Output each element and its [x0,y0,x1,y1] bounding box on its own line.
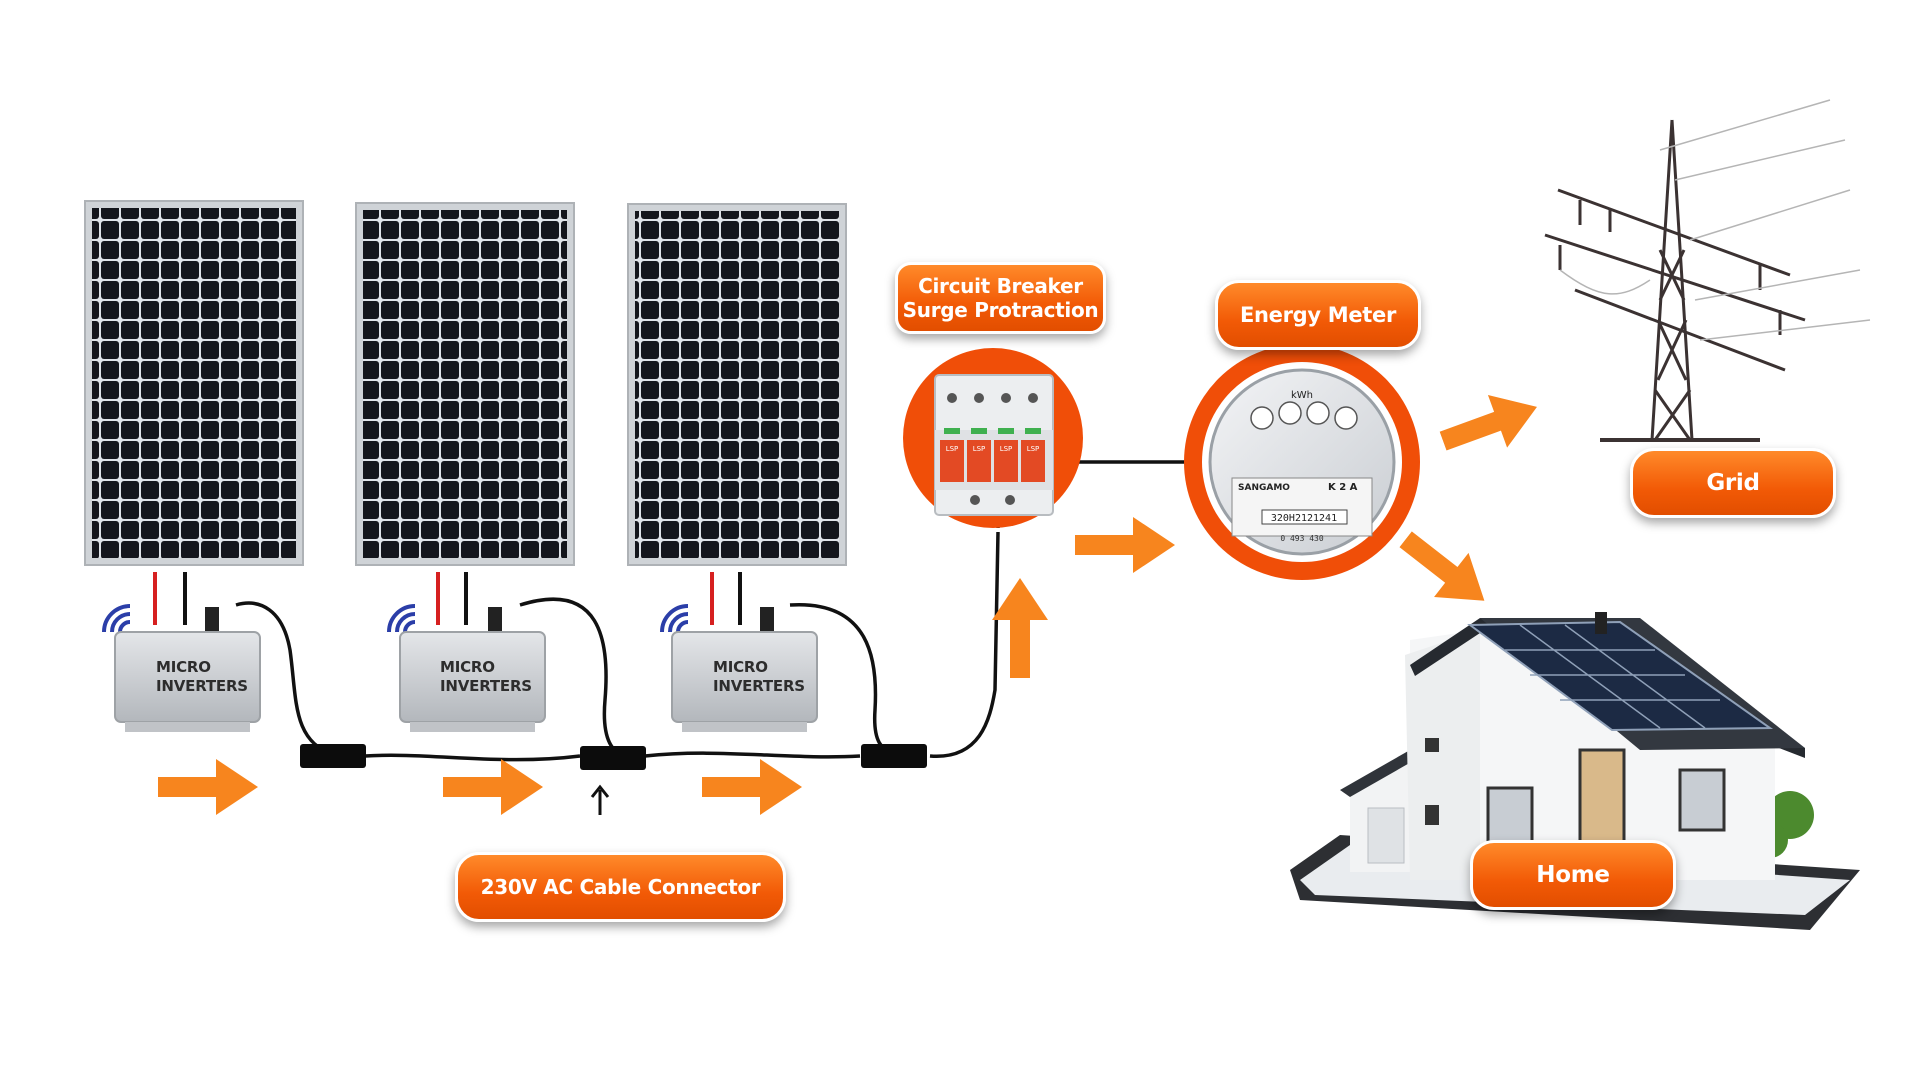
cable-connector-icon [300,744,927,770]
home-label: Home [1470,840,1676,910]
micro-inverter-label-line1: MICRO [440,658,495,676]
circuit-breaker [903,348,1083,528]
wifi-signal-icon [660,604,689,633]
flow-arrow-icon [1075,517,1175,573]
flow-arrow-icon [158,759,258,815]
meter-number: 0 493 430 [1280,534,1324,543]
breaker-module-label: LSP [1027,445,1040,453]
meter-unit: kWh [1291,390,1313,401]
breaker-module-label: LSP [1000,445,1013,453]
meter-model: K 2 A [1328,482,1358,493]
micro-inverter-label-line1: MICRO [713,658,768,676]
wifi-signal-icon [387,604,416,633]
wifi-signal-icon [102,604,131,633]
flow-arrow-icon [992,578,1048,678]
micro-inverter-label: MICRO INVERTERS [440,658,532,696]
meter-brand: SANGAMO [1238,483,1290,493]
circuit-breaker-label: Circuit Breaker Surge Protraction [895,262,1106,334]
solar-panel-1 [84,200,304,566]
cable-connector-label: 230V AC Cable Connector [455,852,786,922]
energy-meter: kWh SANGAMO K 2 A 320H2121241 0 493 430 [1184,344,1420,580]
flow-arrow-icon [1388,517,1502,623]
connector-plug [760,607,774,631]
breaker-module-label: LSP [946,445,959,453]
micro-inverter-label: MICRO INVERTERS [713,658,805,696]
circuit-breaker-icon [934,374,1054,516]
transmission-tower-icon [1544,99,1871,442]
connector-plug [205,607,219,631]
micro-inverter-label-line2: INVERTERS [440,676,532,695]
circuit-breaker-label-line2: Surge Protraction [902,298,1099,322]
flow-arrow-icon [443,759,543,815]
breaker-module-label: LSP [973,445,986,453]
circuit-breaker-label-line1: Circuit Breaker [918,274,1083,298]
connector-plug [488,607,502,631]
flow-arrow-icon [702,759,802,815]
meter-serial: 320H2121241 [1271,513,1337,524]
micro-inverter-label-line2: INVERTERS [713,676,805,695]
micro-inverter-3 [660,572,818,732]
energy-meter-icon [1208,368,1396,556]
grid-label: Grid [1630,448,1836,518]
solar-panel-3 [627,203,847,566]
energy-meter-label: Energy Meter [1215,280,1421,350]
micro-inverter-label-line1: MICRO [156,658,211,676]
flow-arrow-icon [1433,380,1547,468]
ac-cable [235,460,1195,815]
micro-inverter-1 [102,572,261,732]
micro-inverter-label-line2: INVERTERS [156,676,248,695]
micro-inverter-label: MICRO INVERTERS [156,658,248,696]
micro-inverter-2 [387,572,546,732]
solar-panel-2 [355,202,575,566]
